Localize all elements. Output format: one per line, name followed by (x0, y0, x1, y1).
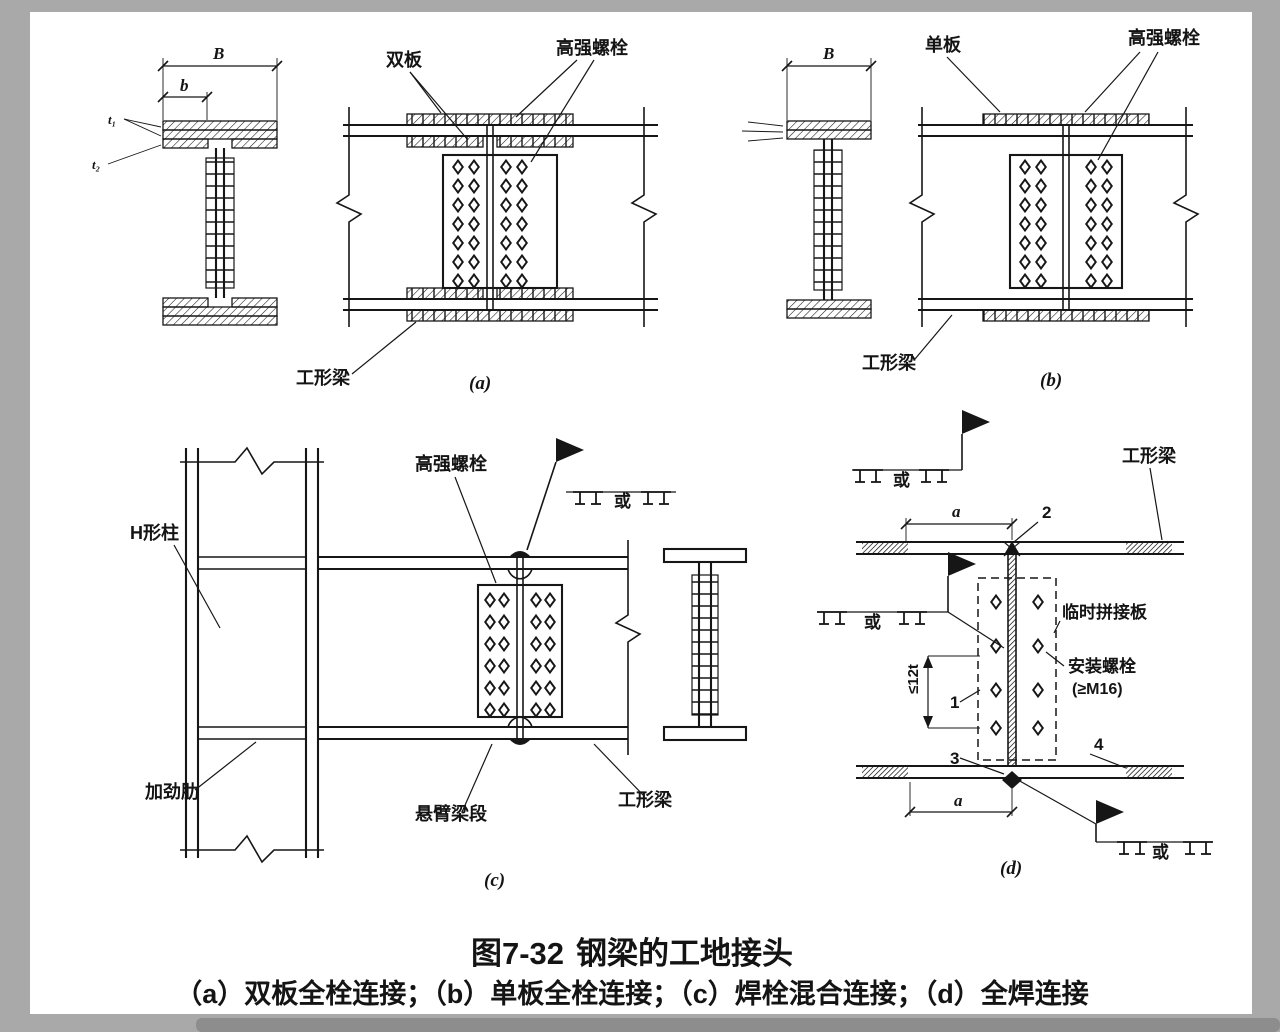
panel-b: B (741, 27, 1200, 391)
h-column (180, 446, 324, 864)
panel-tag-c: (c) (484, 870, 505, 891)
label-i-beam: 工形梁 (862, 352, 917, 373)
label-temp-splice-plate: 临时拼接板 (1062, 602, 1148, 622)
beam-section-a: B b t₁ t₂ (92, 44, 283, 326)
svg-text:a: a (954, 791, 963, 810)
beam-section-b: B (741, 44, 877, 319)
panel-tag-b: (b) (1040, 370, 1062, 391)
break-line (180, 834, 324, 864)
weld-callout-d-bottom: 或 (1017, 779, 1214, 862)
dim-a-top: a (900, 502, 1018, 542)
label-i-beam: 工形梁 (618, 789, 673, 810)
label-double-plate: 双板 (386, 49, 423, 70)
ref-4: 4 (1094, 735, 1104, 754)
svg-text:a: a (952, 502, 961, 521)
panel-tag-d: (d) (1000, 858, 1022, 879)
label-cantilever-segment: 悬臂梁段 (414, 803, 488, 824)
ref-2: 2 (1042, 503, 1051, 522)
beam-elevation-c (318, 540, 642, 755)
label-bolt-spec: (≥M16) (1072, 681, 1123, 698)
label-or: 或 (893, 470, 910, 490)
break-line (180, 446, 324, 476)
web-splice-plate (441, 153, 559, 290)
panel-c-labels: H形柱 高强螺栓 加劲肋 悬臂梁段 工形梁 (c) (130, 453, 673, 891)
label-or: 或 (614, 491, 631, 511)
beam-elevation-d (856, 540, 1184, 789)
label-stiffener: 加劲肋 (144, 782, 199, 802)
ref-3: 3 (950, 749, 959, 768)
dim-a-bottom: a (904, 782, 1018, 818)
label-h-column: H形柱 (130, 522, 179, 543)
weld-backing-mark (1002, 771, 1022, 789)
figure-caption: （a）双板全栓连接；（b）单板全栓连接；（c）焊栓混合连接；（d）全焊连接 (175, 978, 1089, 1009)
panel-b-labels: 单板 高强螺栓 工形梁 (b) (862, 27, 1200, 391)
dim-B: B (822, 44, 834, 63)
break-line (335, 107, 363, 327)
flange-weld-zone (862, 542, 908, 554)
panel-d: a 或 或 ≤12t (816, 410, 1214, 879)
svg-text:≤12t: ≤12t (905, 664, 922, 694)
label-single-plate: 单板 (925, 34, 962, 55)
weld-access-hole (507, 568, 533, 580)
weld-callout-d-mid: 或 (816, 552, 1005, 649)
beam-elevation-a (335, 107, 658, 327)
beam-elevation-b (908, 107, 1200, 327)
break-line (614, 540, 642, 755)
top-weld-cap (509, 551, 531, 557)
break-line (630, 107, 658, 327)
ref-1: 1 (950, 693, 959, 712)
web-splice-plate (1008, 153, 1124, 290)
weld-callout-d-top: 或 (852, 410, 990, 490)
weld-callout-c: 或 (526, 438, 676, 551)
figure-number: 图7-32 (471, 936, 564, 971)
dim-t2: t₂ (92, 157, 100, 172)
label-i-beam: 工形梁 (296, 367, 351, 388)
top-weld-mark (1005, 541, 1019, 553)
bottom-weld-cap (509, 739, 531, 745)
panel-d-labels: 工形梁 2 临时拼接板 安装螺栓 (≥M16) 1 3 4 (d) (950, 445, 1177, 879)
dim-b: b (180, 76, 189, 95)
break-line (1172, 107, 1200, 327)
bottom-bar (196, 1018, 1280, 1032)
panel-c: 或 H形柱 高强螺栓 加劲肋 悬臂梁段 工形梁 (c) (130, 438, 748, 891)
panel-a: B b t₁ t₂ (92, 37, 658, 394)
label-hs-bolt: 高强螺栓 (415, 453, 487, 474)
panel-tag-a: (a) (469, 373, 491, 394)
web-splice-plate (476, 583, 564, 719)
dim-B: B (212, 44, 224, 63)
dim-t1: t₁ (108, 112, 116, 127)
break-line (908, 107, 936, 327)
panel-a-labels: 双板 高强螺栓 工形梁 (a) (296, 37, 628, 394)
flange-weld-zone (1126, 766, 1172, 778)
figure-title-text: 钢梁的工地接头 (576, 936, 793, 971)
label-hs-bolt: 高强螺栓 (1128, 27, 1200, 48)
dim-weld-gap: ≤12t (905, 655, 980, 729)
web-butt-weld (1008, 554, 1016, 766)
figure-title: 图7-32 钢梁的工地接头 (471, 936, 793, 971)
beam-section-c (662, 547, 748, 742)
label-erection-bolt: 安装螺栓 (1068, 656, 1136, 676)
label-or: 或 (1152, 842, 1169, 862)
label-i-beam: 工形梁 (1122, 445, 1177, 466)
flange-weld-zone (862, 766, 908, 778)
label-hs-bolt: 高强螺栓 (556, 37, 628, 58)
temporary-splice-plate (977, 577, 1057, 761)
flange-weld-zone (1126, 542, 1172, 554)
label-or: 或 (864, 612, 881, 632)
